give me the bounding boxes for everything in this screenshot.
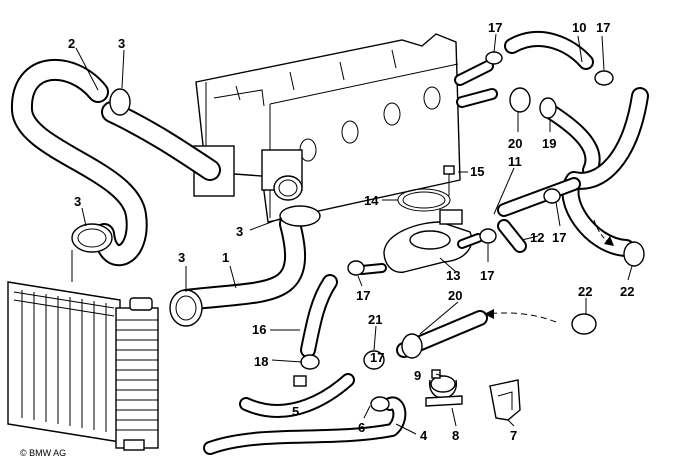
callout-18: 18 xyxy=(254,354,268,369)
callout-6: 6 xyxy=(358,420,365,435)
callout-17-top-right: 17 xyxy=(596,20,610,35)
callout-2: 2 xyxy=(68,36,75,51)
hose-12-short xyxy=(497,219,527,253)
callout-22-right: 22 xyxy=(620,284,634,299)
callout-3-left: 3 xyxy=(74,194,81,209)
hose-1-lower-connector xyxy=(175,213,306,311)
radiator xyxy=(7,281,159,451)
callout-17-lower: 17 xyxy=(370,350,384,365)
bolt-15 xyxy=(443,165,455,196)
copyright-notice: © BMW AG xyxy=(20,448,66,458)
callout-14: 14 xyxy=(364,193,379,208)
callout-22-lower: 22 xyxy=(578,284,592,299)
callout-20-top: 20 xyxy=(508,136,522,151)
callout-21: 21 xyxy=(368,312,382,327)
seal-ring-14 xyxy=(397,188,451,212)
callout-17-mid-right: 17 xyxy=(552,230,566,245)
callout-labels: 1 2 3 3 3 3 4 5 6 7 8 9 10 11 12 13 14 1… xyxy=(68,20,634,443)
callout-3-lower: 3 xyxy=(178,250,185,265)
callout-3-top: 3 xyxy=(118,36,125,51)
pipe-stubs-head xyxy=(454,60,498,108)
hose-10-heater xyxy=(504,31,594,70)
flow-arrows xyxy=(483,219,614,323)
hose-16-bypass xyxy=(300,274,338,358)
callout-15: 15 xyxy=(470,164,484,179)
callout-12: 12 xyxy=(530,230,544,245)
cylinder-head xyxy=(193,33,461,223)
hose-4-lower-return xyxy=(203,373,407,455)
callout-9: 9 xyxy=(414,368,421,383)
callout-3-mid: 3 xyxy=(236,224,243,239)
callout-20-lower: 20 xyxy=(448,288,462,303)
fitting-18 xyxy=(293,375,307,387)
callout-17-left: 17 xyxy=(356,288,370,303)
callout-16: 16 xyxy=(252,322,266,337)
callout-17-top-left: 17 xyxy=(488,20,502,35)
callout-7: 7 xyxy=(510,428,517,443)
leader-lines xyxy=(71,33,633,435)
hose-11-pipe-bend xyxy=(497,87,649,257)
callout-8: 8 xyxy=(452,428,459,443)
hose-19-heater-return xyxy=(540,102,601,178)
hose-3-upper-connector xyxy=(101,101,221,181)
callout-4: 4 xyxy=(420,428,428,443)
callout-17-thermostat: 17 xyxy=(480,268,494,283)
callout-19: 19 xyxy=(542,136,556,151)
bracket-8 xyxy=(425,375,463,407)
hose-2-upper-radiator xyxy=(11,58,148,267)
bracket-7 xyxy=(489,379,521,421)
thermostat-housing xyxy=(357,209,483,275)
callout-11: 11 xyxy=(508,154,522,169)
callout-10: 10 xyxy=(572,20,586,35)
callout-1: 1 xyxy=(222,250,229,265)
hose-clamps xyxy=(71,51,645,412)
callout-13: 13 xyxy=(446,268,460,283)
callout-5: 5 xyxy=(292,404,299,419)
